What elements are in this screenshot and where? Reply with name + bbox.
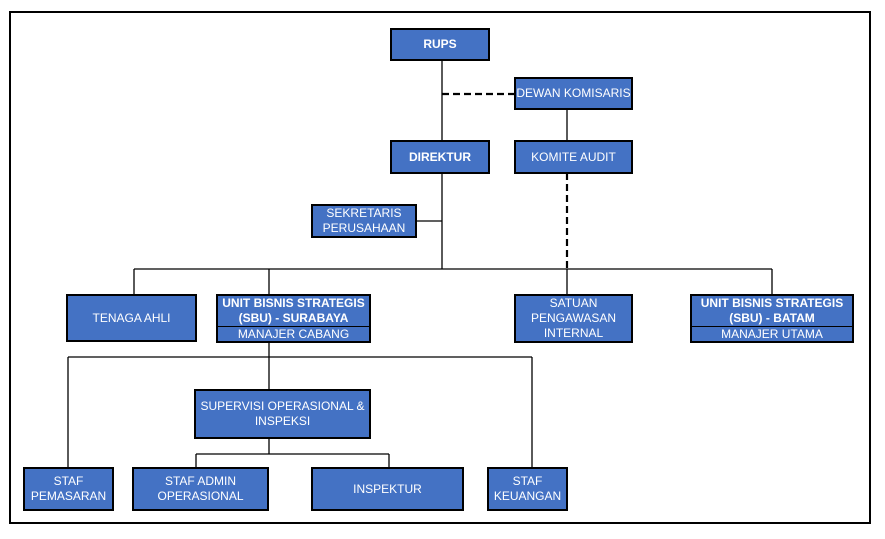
node-komite-audit: KOMITE AUDIT [514,140,633,174]
sbu-surabaya-manager: MANAJER CABANG [218,326,369,341]
node-dewan-komisaris: DEWAN KOMISARIS [514,77,633,110]
sbu-batam-title: UNIT BISNIS STRATEGIS (SBU) - BATAM [700,296,844,325]
node-inspektur: INSPEKTUR [311,467,464,511]
sbu-surabaya-title: UNIT BISNIS STRATEGIS (SBU) - SURABAYA [222,296,365,325]
node-rups: RUPS [390,28,490,61]
node-staf-pemasaran: STAF PEMASARAN [23,467,114,511]
node-supervisi-operasional: SUPERVISI OPERASIONAL & INSPEKSI [194,389,371,439]
chart-frame [9,11,871,524]
node-sbu-surabaya: UNIT BISNIS STRATEGIS (SBU) - SURABAYA M… [216,294,371,343]
node-staf-admin-operasional: STAF ADMIN OPERASIONAL [132,467,269,511]
node-staf-keuangan: STAF KEUANGAN [487,467,568,511]
sbu-batam-manager: MANAJER UTAMA [692,326,852,341]
node-tenaga-ahli: TENAGA AHLI [66,294,197,342]
node-direktur: DIREKTUR [390,140,490,174]
node-sekretaris-perusahaan: SEKRETARIS PERUSAHAAN [311,204,417,238]
node-sbu-batam: UNIT BISNIS STRATEGIS (SBU) - BATAM MANA… [690,294,854,343]
node-satuan-pengawasan-internal: SATUAN PENGAWASAN INTERNAL [514,294,633,343]
